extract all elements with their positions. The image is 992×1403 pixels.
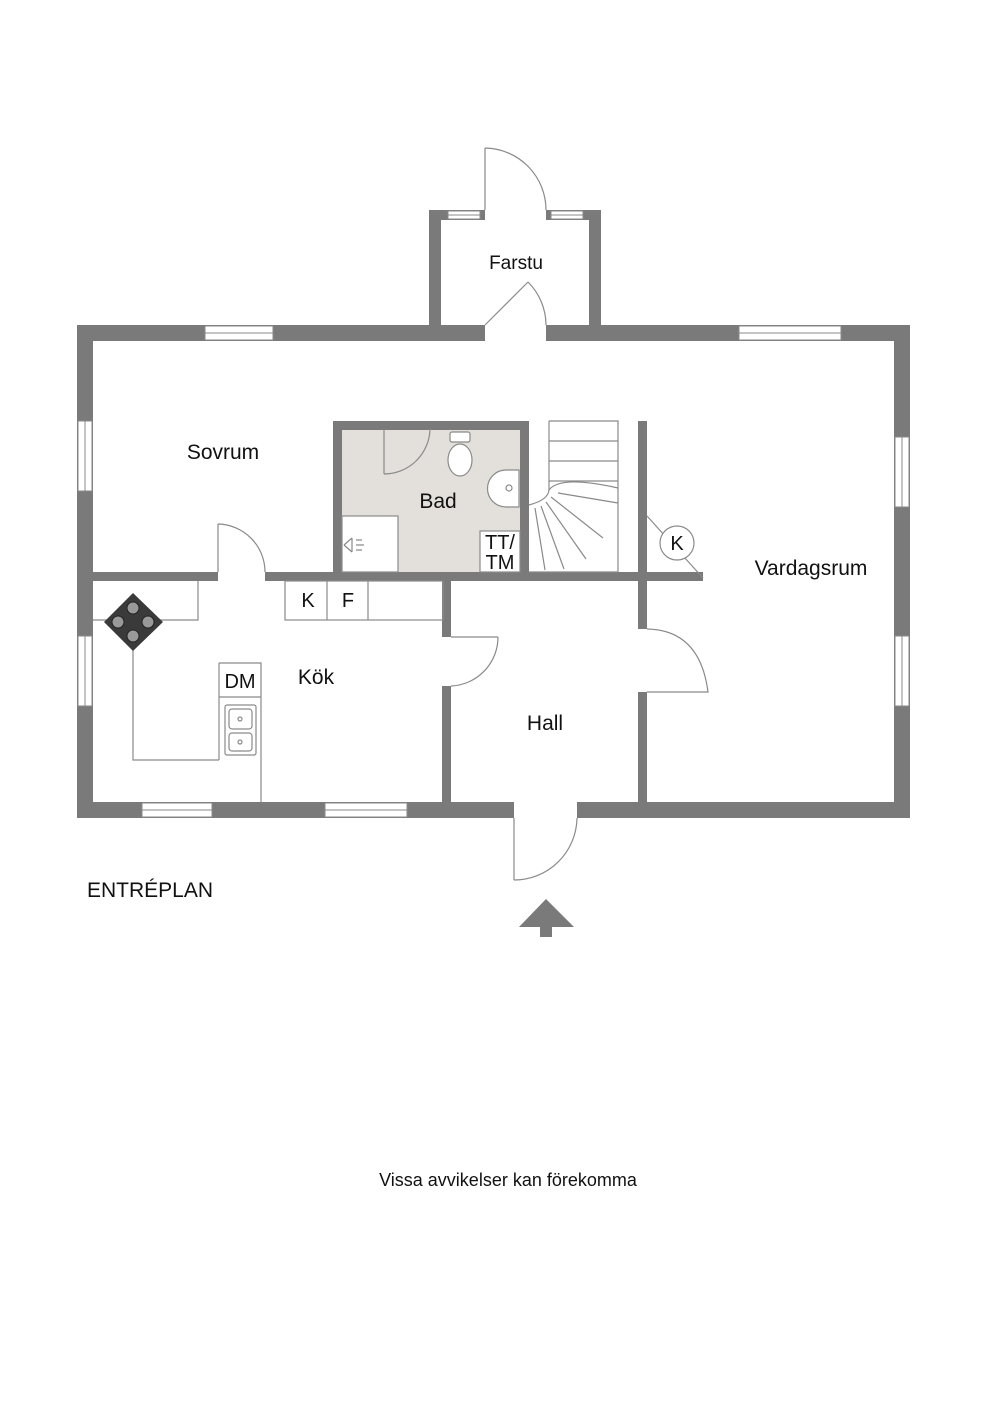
kitchen-counter [93, 580, 444, 802]
shower-icon [341, 515, 399, 573]
fridge-label: K [301, 590, 315, 612]
windows [77, 210, 910, 818]
staircase [528, 420, 619, 573]
entrance-arrow-icon [519, 899, 574, 937]
tt-tm-label-line1: TT/ [485, 532, 515, 554]
room-label-hall: Hall [527, 712, 563, 735]
room-label-kok: Kök [298, 666, 335, 689]
footer-note: Vissa avvikelser kan förekomma [379, 1170, 638, 1190]
tt-tm-label-line2: TM [486, 552, 515, 574]
freezer-label: F [342, 590, 354, 612]
washer-dryer [479, 530, 521, 573]
toilet-icon [447, 431, 473, 477]
double-sink-icon [224, 704, 257, 756]
room-label-bad: Bad [419, 490, 456, 513]
sink-icon [486, 469, 520, 508]
boiler-circle [659, 525, 695, 561]
interior-walls [93, 421, 703, 804]
dishwasher-label: DM [224, 671, 255, 693]
stove-icon [104, 593, 163, 651]
plan-title: ENTRÉPLAN [87, 879, 213, 902]
room-label-vardagsrum: Vardagsrum [755, 557, 868, 580]
room-label-farstu: Farstu [489, 253, 543, 274]
room-label-sovrum: Sovrum [187, 441, 259, 464]
boiler-label: K [670, 533, 684, 555]
